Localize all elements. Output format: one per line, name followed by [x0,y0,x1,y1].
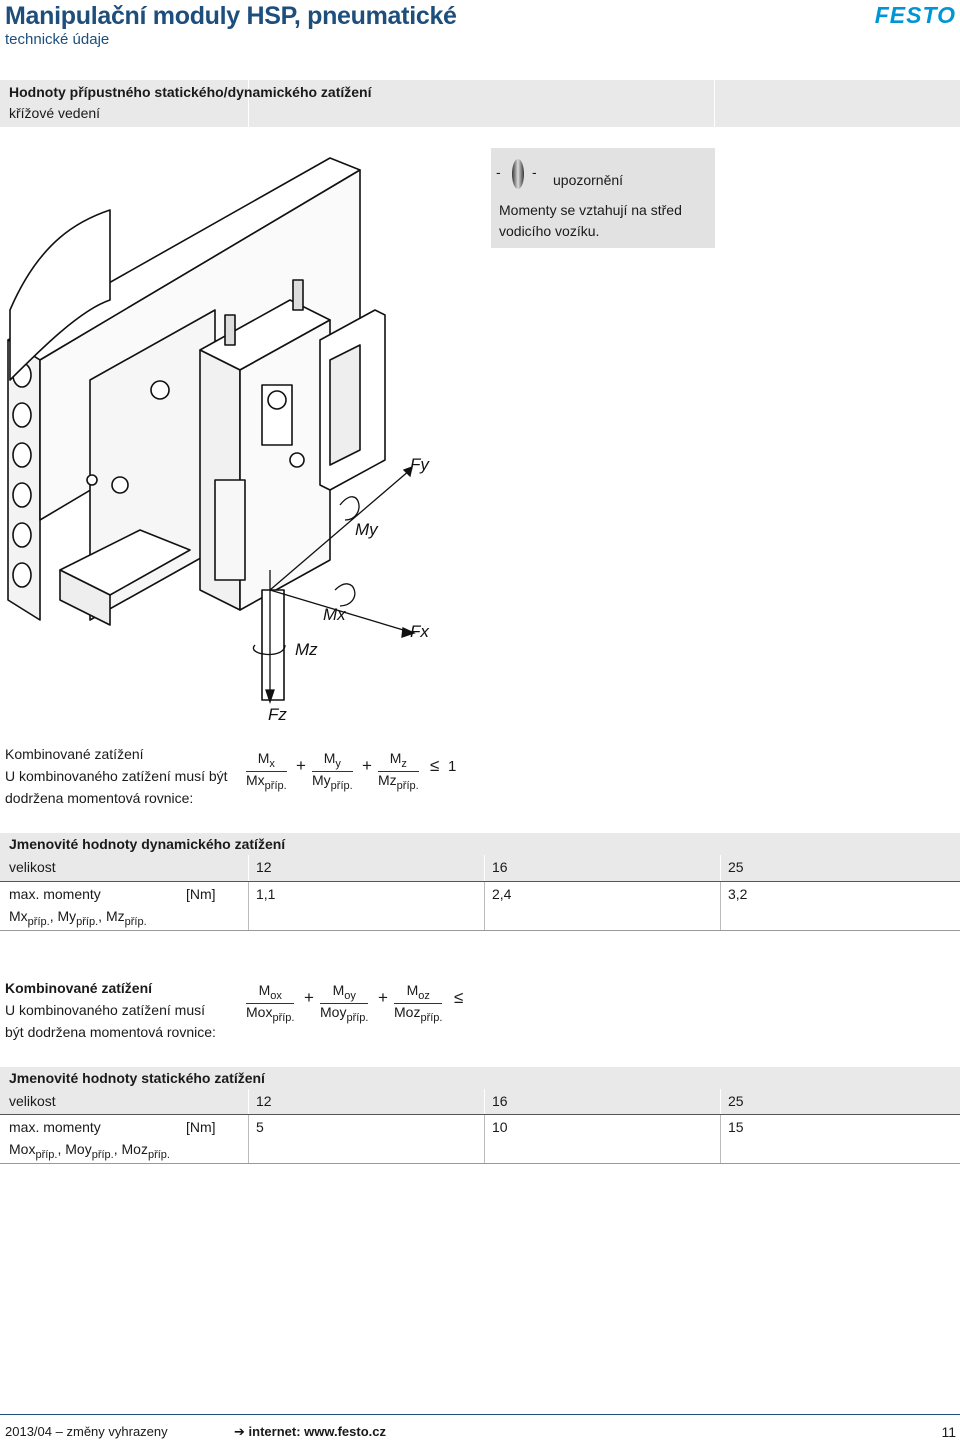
combined-dynamic-line2: dodržena momentová rovnice: [5,790,194,806]
combined-dynamic-block: Kombinované zatížení U kombinovaného zat… [5,743,228,809]
moments-sub-label: Moxpříp., Moypříp., Mozpříp. [9,1141,170,1161]
combined-static-title: Kombinované zatížení [5,980,153,996]
dynamic-size-row: velikost 12 16 25 [0,855,960,881]
eq-static-frac-y: Moy Moypříp. [320,982,369,1024]
eq-static-frac-z: Moz Mozpříp. [394,982,443,1024]
static-size-row: velikost 12 16 25 [0,1089,960,1114]
combined-dynamic-title: Kombinované zatížení [5,746,144,762]
value-16: 10 [492,1119,508,1135]
size-label: velikost [9,1093,56,1109]
eq-plus: + [296,756,306,775]
label-fy: Fy [410,455,430,474]
page-subtitle: technické údaje [5,31,110,48]
eq-plus: + [304,988,314,1007]
page-title: Manipulační moduly HSP, pneumatické [5,2,457,30]
footer-link[interactable]: ➔ internet: www.festo.cz [234,1424,387,1439]
unit-label: [Nm] [186,886,216,902]
unit-label: [Nm] [186,1119,216,1135]
module-diagram: Fy My Mx Fx Mz Fz [7,157,430,724]
eq-static-frac-x: Mox Moxpříp. [246,982,295,1024]
eq-dyn-frac-x: Mx Mxpříp. [246,750,287,792]
dynamic-values-row: max. momenty [Nm] Mxpříp., Mypříp., Mzpř… [0,882,960,930]
moments-sub-label: Mxpříp., Mypříp., Mzpříp. [9,908,147,928]
dynamic-table-header: Jmenovité hodnoty dynamického zatížení [0,833,960,855]
label-fx: Fx [410,622,429,641]
combined-dynamic-line1: U kombinovaného zatížení musí být [5,768,228,784]
size-25: 25 [728,859,744,875]
size-16: 16 [492,1093,508,1109]
size-16: 16 [492,859,508,875]
static-table-header: Jmenovité hodnoty statického zatížení [0,1067,960,1089]
value-12: 5 [256,1119,264,1135]
arrow-right-icon: ➔ [234,1424,245,1439]
warning-icon [512,159,524,189]
label-fz: Fz [268,705,287,724]
size-12: 12 [256,1093,272,1109]
footer-date: 2013/04 – změny vyhrazeny [5,1424,168,1439]
value-25: 3,2 [728,886,748,902]
eq-leq: ≤ [430,756,440,775]
value-25: 15 [728,1119,744,1135]
value-16: 2,4 [492,886,512,902]
note-text-2: vodicího vozíku. [499,223,600,239]
max-moments-label: max. momenty [9,1119,101,1135]
size-25: 25 [728,1093,744,1109]
section-subtitle: křížové vedení [9,105,101,121]
label-mx: Mx [323,605,346,624]
section-header-load-values: Hodnoty přípustného statického/dynamické… [0,80,960,127]
note-label: upozornění [553,172,624,188]
eq-dyn-frac-y: My Mypříp. [312,750,353,792]
combined-static-line2: být dodržena momentová rovnice: [5,1024,216,1040]
eq-plus: + [362,756,372,775]
page-number: 11 [941,1424,956,1440]
static-table-title: Jmenovité hodnoty statického zatížení [9,1070,265,1086]
eq-leq: ≤ [454,988,464,1007]
footer-rule [0,1414,960,1415]
note-box: - - upozornění Momenty se vztahují na st… [491,148,715,248]
combined-static-block: Kombinované zatížení U kombinovaného zat… [5,977,216,1043]
label-my: My [355,520,379,539]
section-title: Hodnoty přípustného statického/dynamické… [9,84,372,100]
static-values-row: max. momenty [Nm] Moxpříp., Moypříp., Mo… [0,1115,960,1163]
note-text-1: Momenty se vztahují na střed [499,202,682,218]
eq-rhs: 1 [448,758,457,775]
value-12: 1,1 [256,886,276,902]
size-12: 12 [256,859,272,875]
combined-static-line1: U kombinovaného zatížení musí [5,1002,205,1018]
size-label: velikost [9,859,56,875]
festo-logo: FESTO [874,2,956,28]
eq-dyn-frac-z: Mz Mzpříp. [378,750,419,792]
max-moments-label: max. momenty [9,886,101,902]
eq-plus: + [378,988,388,1007]
label-mz: Mz [295,640,318,659]
dynamic-table-title: Jmenovité hodnoty dynamického zatížení [9,836,286,852]
